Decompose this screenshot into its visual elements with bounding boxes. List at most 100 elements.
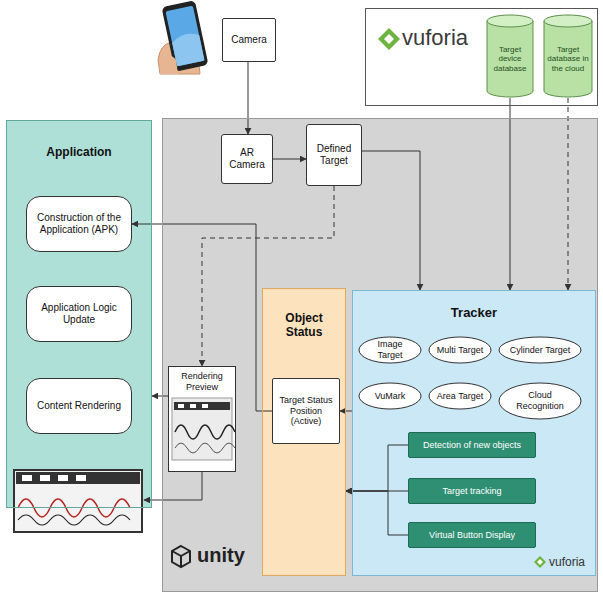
rendered-output-image-part — [22, 475, 32, 481]
flow-connector — [346, 445, 408, 491]
tracker-function-box: Virtual Button Display — [408, 522, 536, 548]
node-label: Target database in the cloud — [545, 45, 591, 74]
node-label: Defined Target — [311, 143, 357, 167]
rendered-output-image-part — [18, 515, 130, 525]
oval-outline — [499, 337, 581, 363]
node-label: Application Logic Update — [31, 302, 127, 326]
node-label: Area Target — [437, 391, 483, 402]
node-label: Multi Target — [437, 345, 483, 356]
vuforia-logo-icon-part — [537, 559, 543, 565]
panel-title: Tracker — [353, 305, 595, 321]
node-label: Virtual Button Display — [429, 530, 515, 541]
rendered-output-image-part — [16, 472, 140, 484]
unity-logo-icon-part — [172, 551, 190, 567]
engine-panel-fill — [162, 118, 598, 592]
flow-connector — [132, 224, 272, 411]
output-leader-arrow — [144, 472, 202, 500]
process-box: AR Camera — [221, 134, 273, 184]
rendered-output-image — [14, 470, 142, 532]
flow-connector — [340, 411, 352, 412]
vuforia-logo-icon-part — [378, 28, 400, 50]
logo-wordmark: unity — [197, 543, 245, 567]
node-label: VuMark — [375, 391, 406, 402]
tracker-function-box: Target tracking — [408, 478, 536, 504]
phone-illustration-part — [160, 56, 178, 75]
oval-outline — [429, 383, 491, 409]
rendered-output-image-part — [58, 475, 68, 481]
flow-connector — [568, 98, 569, 290]
platform-panel-fill — [365, 8, 598, 106]
process-box: Construction of the Application (APK) — [26, 196, 132, 252]
rendered-output-image-part — [18, 499, 130, 517]
target-type-oval: Multi Target — [428, 336, 492, 364]
cylinder-top — [487, 15, 533, 27]
oval-outline — [429, 337, 491, 363]
vuforia-logo-icon — [378, 28, 400, 50]
preview-image-part — [175, 443, 235, 453]
flow-connector — [273, 159, 306, 160]
flow-connector — [202, 186, 334, 366]
preview-image-part — [174, 402, 230, 410]
cylinder-top — [544, 15, 592, 27]
rendered-output-image-part — [40, 475, 50, 481]
node-label: Target tracking — [442, 486, 501, 497]
platform-panel: vuforiaTarget device database Target data… — [365, 8, 598, 106]
node-label: Cylinder Target — [510, 345, 570, 356]
rendered-output-image-part — [76, 475, 86, 481]
flow-connector — [248, 62, 249, 134]
target-type-oval: Area Target — [428, 382, 492, 410]
node-label: Cloud Recognition — [504, 390, 576, 412]
node-label: Content Rendering — [37, 400, 121, 412]
cylinder-body — [544, 21, 592, 97]
tracker-panel: Tracker vuforia Image Target Multi Target Cy… — [352, 290, 596, 576]
node-label: Construction of the Application (APK) — [31, 212, 127, 236]
engine-panel: unity AR Camera Defined TargetRendering Pr… — [162, 118, 598, 592]
application-panel: ApplicationConstruction of the Applicati… — [6, 120, 152, 508]
tracker-function-box: Detection of new objects — [408, 432, 536, 458]
logo-wordmark: vuforia — [402, 25, 468, 51]
phone-illustration — [158, 0, 208, 74]
tracker-panel-fill — [352, 290, 596, 576]
logo-wordmark: vuforia — [549, 555, 585, 569]
preview-image-part — [178, 404, 184, 408]
unity-logo-icon-part — [172, 546, 190, 567]
flow-connector — [362, 151, 420, 290]
node-label: Rendering Preview — [171, 371, 233, 393]
node-label: Target device database — [488, 45, 532, 74]
preview-image-part — [175, 425, 235, 439]
process-box: Defined Target — [306, 124, 362, 186]
preview-image-part — [202, 404, 208, 408]
process-box: Camera — [222, 18, 276, 62]
process-box: Application Logic Update — [26, 286, 132, 342]
unity-logo-icon — [172, 546, 190, 567]
preview-box: Rendering Preview — [168, 366, 236, 472]
vuforia-logo-icon-part — [534, 556, 546, 568]
target-type-oval: VuMark — [358, 382, 422, 410]
preview-image — [172, 398, 235, 460]
process-box: Target Status Position (Active) — [272, 378, 340, 444]
panel-title: Object Status — [273, 311, 335, 340]
node-label: Camera — [231, 34, 267, 46]
database-cylinder: Target device database — [486, 14, 534, 98]
flow-connector — [152, 396, 168, 397]
oval-outline — [499, 383, 581, 419]
oval-outline — [359, 337, 421, 363]
database-cylinder: Target database in the cloud — [543, 14, 593, 98]
oval-outline — [359, 383, 421, 409]
flow-connector — [346, 491, 408, 535]
cylinder-body — [487, 21, 533, 97]
preview-box-fill — [168, 366, 236, 472]
status-panel-fill — [262, 288, 346, 576]
rendered-output-image-part — [14, 470, 142, 532]
panel-title: Application — [7, 145, 151, 159]
node-label: Detection of new objects — [423, 440, 521, 451]
target-type-oval: Image Target — [358, 336, 422, 364]
target-type-oval: Cloud Recognition — [498, 382, 582, 420]
vuforia-logo-icon — [534, 556, 546, 568]
vuforia-logo-icon-part — [384, 34, 394, 44]
process-box: Content Rendering — [26, 378, 132, 434]
node-label: Target Status Position (Active) — [277, 395, 335, 427]
application-panel-fill — [6, 120, 152, 508]
status-panel: Object StatusTarget Status Position (Act… — [262, 288, 346, 576]
